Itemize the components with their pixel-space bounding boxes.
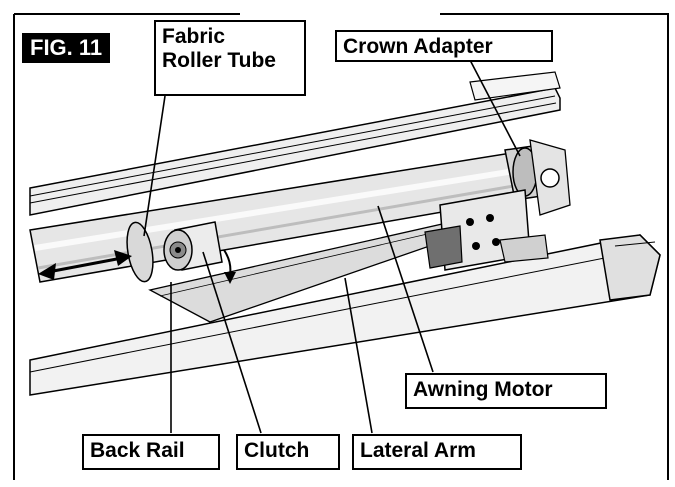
label-back-rail: Back Rail	[82, 434, 220, 470]
leader-lines	[143, 59, 521, 434]
label-lateral-arm: Lateral Arm	[352, 434, 522, 470]
clutch-assembly	[163, 221, 223, 271]
label-crown-adapter: Crown Adapter	[335, 30, 553, 62]
label-fabric-roller-tube-line1: Fabric	[162, 25, 226, 48]
leader-clutch	[202, 251, 262, 434]
rotate-arrow-icon	[223, 249, 236, 284]
label-awning-motor: Awning Motor	[405, 373, 607, 409]
leader-fabric-roller-tube	[143, 95, 166, 237]
fabric-roller-tube	[29, 149, 541, 283]
leader-crown-adapter	[469, 59, 521, 157]
label-clutch: Clutch	[236, 434, 340, 470]
leader-lateral-arm	[344, 277, 373, 434]
back-rail-extrusion	[29, 71, 561, 216]
figure-frame	[13, 13, 669, 480]
double-arrow-icon	[38, 250, 132, 280]
motor-end-assembly	[424, 139, 571, 271]
label-fabric-roller-tube-line2: Roller Tube	[162, 49, 276, 72]
label-fabric-roller-tube: Fabric Roller Tube	[154, 20, 306, 96]
leader-awning-motor	[377, 205, 434, 373]
figure-tag: FIG. 11	[22, 33, 111, 63]
